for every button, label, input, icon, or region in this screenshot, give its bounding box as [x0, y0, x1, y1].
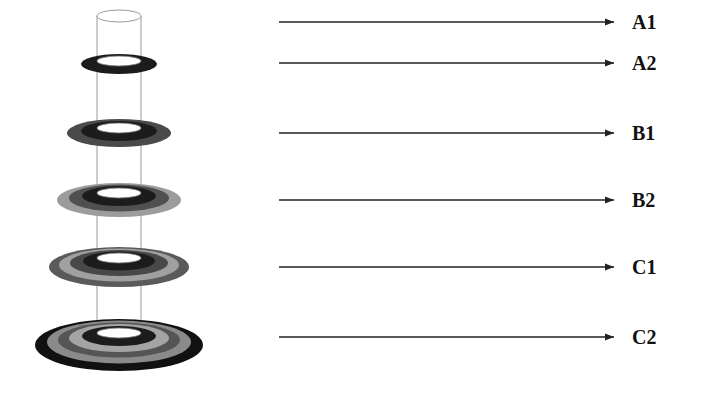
leader-arrow	[279, 199, 614, 200]
disc	[35, 319, 203, 371]
level-label: B1	[632, 121, 655, 145]
level-label: C2	[632, 325, 656, 349]
level-label: A2	[632, 51, 656, 75]
leader-arrow	[279, 62, 614, 63]
disc	[81, 54, 157, 74]
leader-arrow	[279, 21, 614, 22]
cylinder	[97, 10, 141, 345]
disc	[49, 247, 189, 287]
disc	[67, 119, 171, 147]
leader-arrow	[279, 266, 614, 267]
disc	[57, 183, 181, 217]
level-label: C1	[632, 255, 656, 279]
leader-arrow	[279, 336, 614, 337]
level-label: A1	[632, 10, 656, 34]
level-label: B2	[632, 188, 655, 212]
leader-arrow	[279, 132, 614, 133]
